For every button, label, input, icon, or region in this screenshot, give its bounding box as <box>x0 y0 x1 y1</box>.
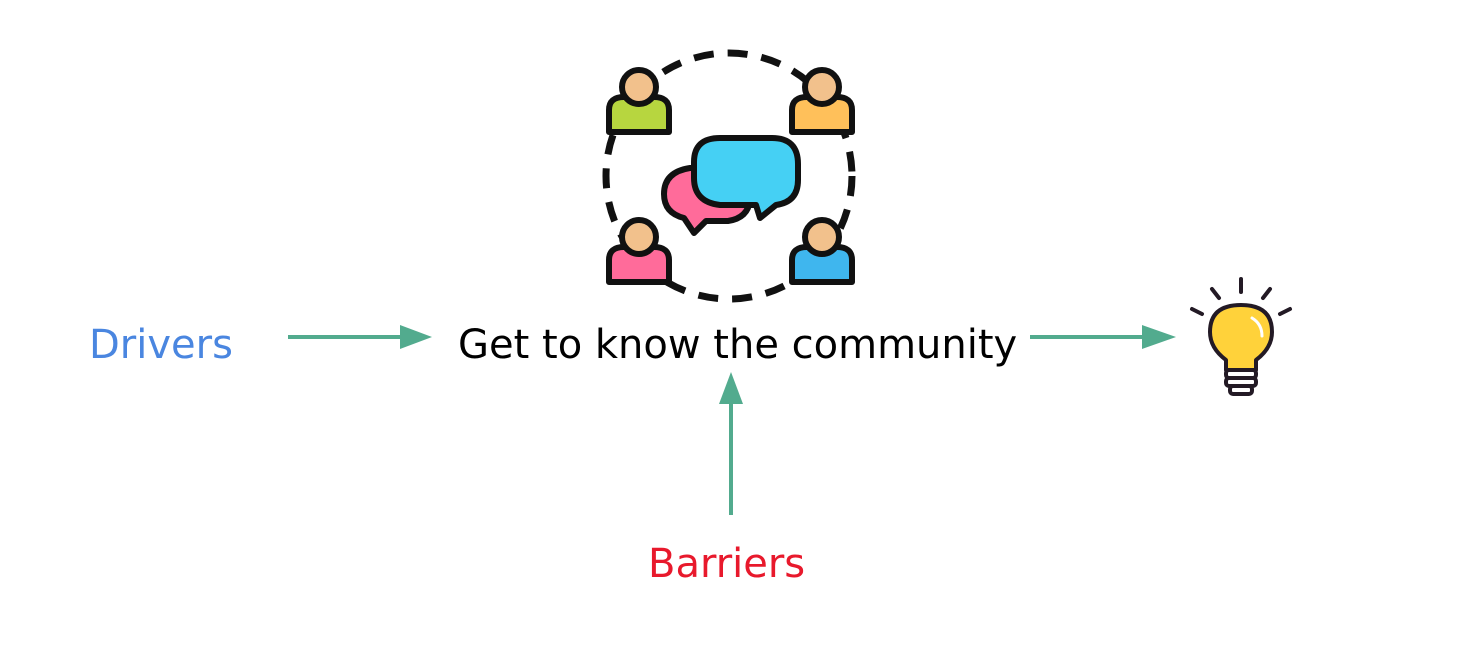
center-label: Get to know the community <box>458 322 1018 368</box>
arrow-center-to-outcome <box>1030 325 1176 349</box>
speech-bubble-icon <box>691 135 801 221</box>
person-icon <box>789 67 855 135</box>
person-icon <box>606 217 672 285</box>
community-chat-icon <box>602 49 856 303</box>
person-icon <box>789 217 855 285</box>
barriers-label: Barriers <box>648 541 806 587</box>
arrow-barriers-to-center <box>719 372 743 515</box>
drivers-label: Drivers <box>89 322 233 368</box>
lightbulb-icon <box>1190 277 1292 396</box>
arrow-drivers-to-center <box>288 325 432 349</box>
person-icon <box>606 67 672 135</box>
